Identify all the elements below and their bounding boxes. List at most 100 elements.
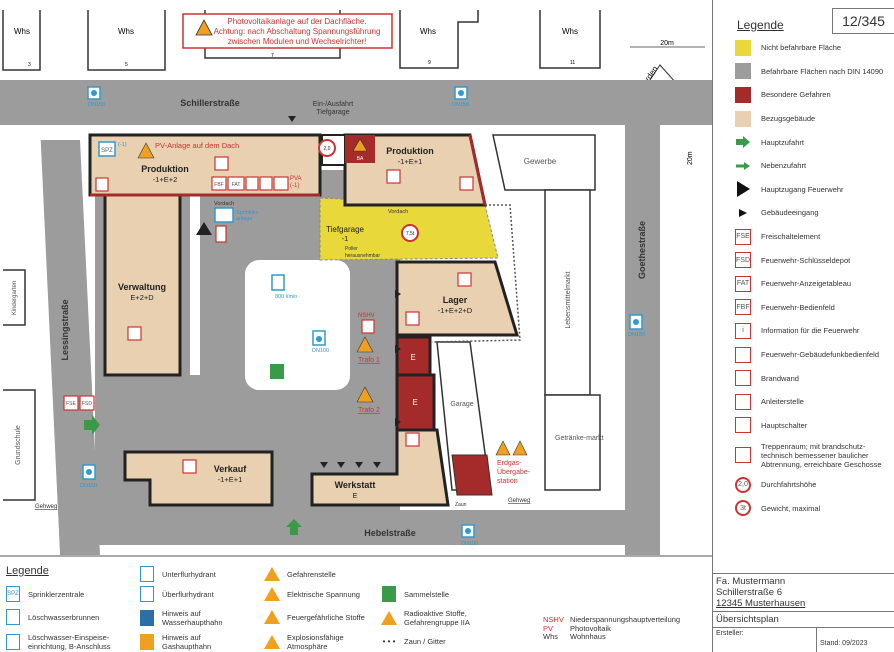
legend-item-label: Durchfahrtshöhe [761,480,817,490]
legend-item: Löschwasserbrunnen [6,609,99,625]
legend-item-label: Überflurhydrant [162,589,214,599]
legend-item-label: Radioaktive Stoffe, Gefahrengruppe IIA [404,609,470,627]
legend-item: Anleiterstelle [713,390,894,414]
radioactive-icon [381,610,397,626]
legend-item: Löschwasser-Einspeise-einrichtung, B-Ans… [6,633,118,651]
hydrant-label: DN150 [452,102,469,108]
erdgas-label: Erdgas- [497,460,522,467]
neighbour-label: Grundschule [15,425,22,465]
fse-icon: FSE [66,401,76,407]
well-icon [6,609,20,625]
fsd-icon: FSD [82,401,92,407]
weight-limit-icon: 7,5t [406,231,415,237]
antenna-icon [735,346,751,363]
legend-item: Treppenraum; mit brandschutz-technisch b… [713,437,894,473]
legend-item: Hauptzugang Feuerwehr [713,178,894,202]
building-werkstatt [310,428,450,507]
secondary-access-arrow-icon [735,158,751,174]
height-limit-icon: 2,0 [324,146,331,152]
fire-service-icons [63,156,474,474]
building-name: Tiefgarage [326,225,365,234]
creator-label: Ersteller: [713,628,817,652]
legend-item: Brandwand [713,366,894,390]
abbreviation-value: Photovoltaik [570,623,611,633]
legend-item-label: Feuergefährliche Stoffe [287,612,365,622]
nshv-label: NSHV [358,313,375,319]
legend-item: Bezugsgebäude [713,107,894,131]
explosive-icon [264,634,280,650]
main-access-arrow-icon [84,415,100,435]
poller-label: herausnehmbar [345,253,380,259]
neighbour-label: Whs [14,27,30,36]
legend-item: Elektrische Spannung [264,586,360,602]
building-name: Produktion [386,146,434,156]
ladder-icon [735,393,751,410]
legend-item: Besondere Gefahren [713,83,894,107]
entrance-triangles [196,116,401,468]
legend-item-label: Hinweis auf Wasserhaupthahn [162,609,223,627]
3t-icon: 3t [735,500,751,517]
legend-item-label: Unterflurhydrant [162,569,216,579]
fat-icon: FAT [232,182,241,188]
fbf-icon: FBF [214,182,223,188]
building-verkauf [123,450,274,507]
abbreviation-value: Wohnhaus [570,632,606,641]
2-0-icon: 2,0 [735,476,751,493]
scale-label-vertical: 20m [687,151,694,165]
legend-item-label: Feuerwehr-Schlüsseldepot [761,255,851,265]
gehweg-label: Gehweg [508,498,530,504]
hazard-icons [137,138,528,456]
fat-icon: FAT [735,275,751,292]
stairs-icon [735,447,751,464]
main-entrance-triangle-icon [735,181,751,198]
fse-icon: FSE [735,228,751,245]
electric-icon [264,586,280,602]
abbreviation-key: Whs [543,632,558,641]
sprinkler-label: Sprinkler- [236,210,260,216]
street-name-north: Schillerstraße [180,98,240,108]
legend-item: Radioaktive Stoffe, Gefahrengruppe IIA [381,609,494,627]
underground-hydrant-icon [140,566,154,582]
legend-item-label: Löschwasser-Einspeise-einrichtung, B-Ans… [28,633,111,651]
company-street: Schillerstraße 6 [716,587,782,598]
house-number: 5 [125,62,128,68]
vordach-label: Vordach [214,201,234,207]
pv-label: PV-Anlage auf dem Dach [155,141,239,150]
firewall-icon [735,370,751,387]
site-plan-map: Whs Whs Whs Whs 3 5 7 9 11 Photovoltaika… [0,10,712,555]
legend-item: Explosionsfähige Atmosphäre [264,633,377,651]
legend-item: Hauptzufahrt [713,130,894,154]
building-floors: E [352,491,357,500]
house-number: 9 [428,60,431,66]
assembly-point-icon [270,364,284,379]
legend-item-label: Löschwasserbrunnen [28,612,100,622]
courtyard-island [245,260,350,390]
legend-item: Feuergefährliche Stoffe [264,609,365,625]
legend-item-label: Gewicht, maximal [761,503,821,513]
legend-item-label: Freischaltelement [761,232,821,242]
overground-hydrant-icon [140,586,154,602]
house-number: 7 [271,53,274,59]
water-valve-icon [140,610,154,626]
street-name-east: Goethestraße [637,221,647,279]
pv-warning-box [182,13,393,49]
legend-item-label: Feuerwehr-Anzeigetableau [761,279,852,289]
legend-item: Überflurhydrant [140,586,214,602]
legend-item: Sammelstelle [382,586,449,602]
neighbour-label: Whs [118,27,134,36]
fence [431,204,521,343]
legend-item: • • •Zaun / Gitter [382,633,446,649]
legend-item-label: Hauptzugang Feuerwehr [761,184,844,194]
legend-item-label: Anleiterstelle [761,397,804,407]
legend-item: Nicht befahrbare Fläche [713,36,894,60]
erdgas-station [451,454,493,496]
legend-item-label: Feuerwehr-Bedienfeld [761,302,835,312]
entrance-triangle-icon [735,205,751,221]
well-label: 800 l/min [275,294,297,300]
warning-line: Photovoltaikanlage auf der Dachfläche. [227,17,366,26]
